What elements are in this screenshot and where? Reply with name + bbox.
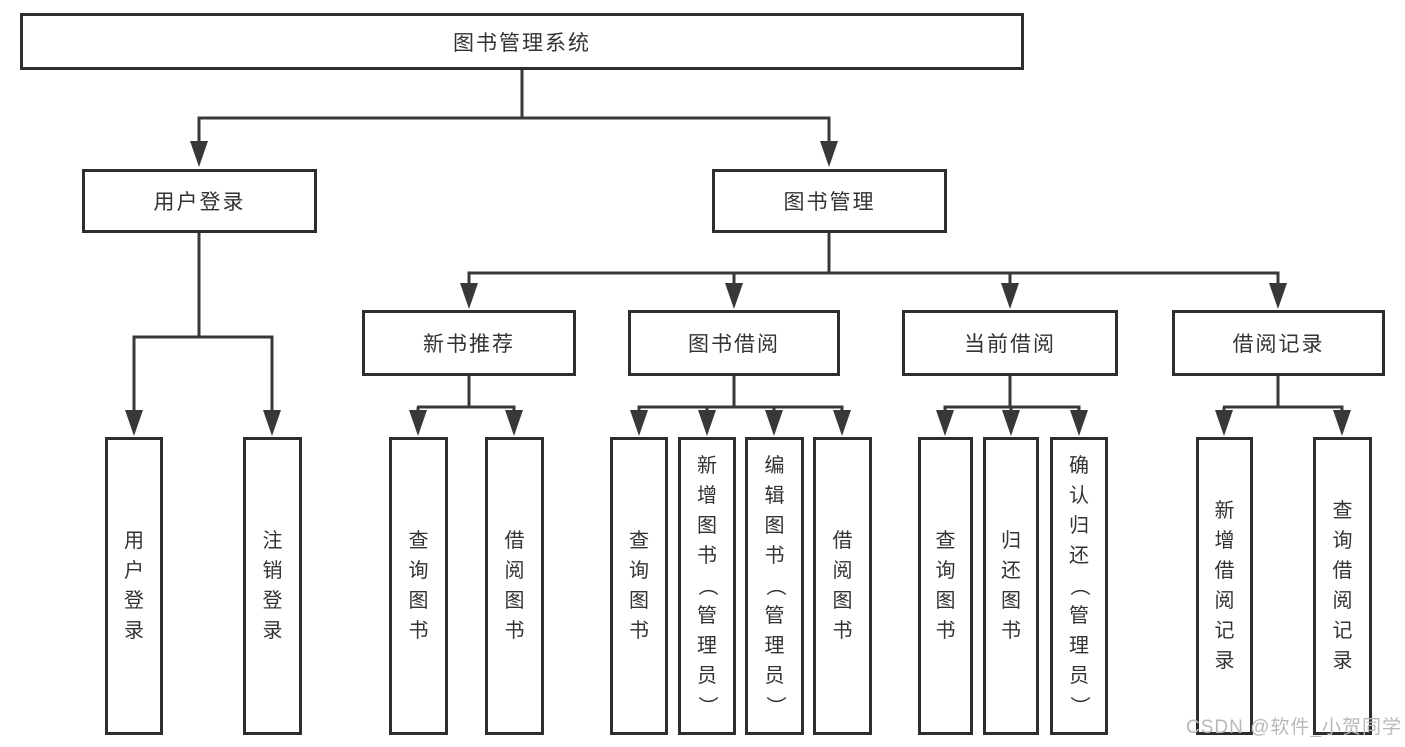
- node-bb-query-books: 查询图书: [610, 437, 668, 735]
- node-logout-action-label: 注销登录: [262, 530, 283, 642]
- node-bb-borrow-books-label: 借阅图书: [832, 530, 853, 642]
- connector-book-borrowing-branch: [630, 375, 851, 436]
- node-book-borrowing: 图书借阅: [628, 310, 840, 376]
- node-nbr-query-books: 查询图书: [389, 437, 448, 735]
- connector-new-book-recommend-branch: [409, 375, 523, 436]
- node-nbr-query-books-label: 查询图书: [408, 530, 429, 642]
- node-cb-return-books: 归还图书: [983, 437, 1039, 735]
- node-new-book-recommend: 新书推荐: [362, 310, 576, 376]
- node-book-management: 图书管理: [712, 169, 947, 233]
- node-book-borrowing-label: 图书借阅: [688, 333, 780, 356]
- node-nbr-borrow-books-label: 借阅图书: [504, 530, 525, 642]
- node-current-borrowing: 当前借阅: [902, 310, 1118, 376]
- node-cb-return-books-label: 归还图书: [1001, 530, 1021, 642]
- node-cb-query-books: 查询图书: [918, 437, 973, 735]
- connector-root-to-level2: [190, 70, 838, 167]
- node-cb-confirm-return-admin: 确认归还（管理员）: [1050, 437, 1108, 735]
- node-bb-borrow-books: 借阅图书: [813, 437, 872, 735]
- connector-book-management-branch: [460, 233, 1287, 309]
- node-user-login: 用户登录: [82, 169, 317, 233]
- node-logout-action: 注销登录: [243, 437, 302, 735]
- node-library-system: 图书管理系统: [20, 13, 1024, 70]
- node-br-add-record: 新增借阅记录: [1196, 437, 1253, 735]
- connector-current-borrowing-branch: [936, 375, 1088, 436]
- node-current-borrowing-label: 当前借阅: [964, 333, 1056, 356]
- node-library-system-label: 图书管理系统: [453, 31, 591, 55]
- connector-borrowing-records-branch: [1215, 375, 1351, 436]
- connector-user-login-branch: [125, 233, 281, 436]
- node-br-add-record-label: 新增借阅记录: [1214, 500, 1235, 672]
- node-bb-edit-books-admin-label: 编辑图书（管理员）: [763, 455, 786, 716]
- node-user-login-action-label: 用户登录: [124, 530, 144, 642]
- node-borrowing-records-label: 借阅记录: [1232, 333, 1325, 356]
- node-user-login-action: 用户登录: [105, 437, 163, 735]
- node-cb-query-books-label: 查询图书: [935, 530, 956, 642]
- node-book-management-label: 图书管理: [783, 191, 876, 214]
- node-borrowing-records: 借阅记录: [1172, 310, 1385, 376]
- node-bb-edit-books-admin: 编辑图书（管理员）: [745, 437, 804, 735]
- node-new-book-recommend-label: 新书推荐: [423, 333, 515, 356]
- node-bb-add-books-admin: 新增图书（管理员）: [678, 437, 736, 735]
- node-br-query-record-label: 查询借阅记录: [1332, 500, 1353, 672]
- node-br-query-record: 查询借阅记录: [1313, 437, 1372, 735]
- node-bb-add-books-admin-label: 新增图书（管理员）: [696, 455, 718, 716]
- node-bb-query-books-label: 查询图书: [629, 530, 649, 642]
- csdn-watermark: CSDN @软件_小贺同学: [1186, 717, 1402, 738]
- node-user-login-label: 用户登录: [153, 191, 246, 214]
- node-cb-confirm-return-admin-label: 确认归还（管理员）: [1068, 455, 1090, 716]
- node-nbr-borrow-books: 借阅图书: [485, 437, 544, 735]
